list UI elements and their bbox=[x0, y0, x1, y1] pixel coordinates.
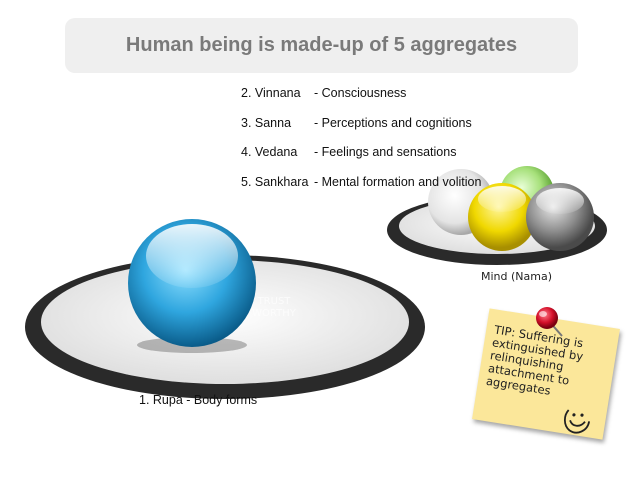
aggregate-item: 5. Sankhara - Mental formation and voliti… bbox=[241, 175, 481, 189]
rupa-label: 1. Rupa - Body forms bbox=[139, 393, 258, 407]
aggregate-description: - Perceptions and cognitions bbox=[314, 116, 472, 130]
aggregate-item: 3. Sanna - Perceptions and cognitions bbox=[241, 116, 472, 130]
aggregate-number: 5. Sankhara bbox=[241, 175, 309, 189]
mind-spheres bbox=[428, 166, 594, 251]
pin-icon bbox=[536, 307, 563, 337]
tip-note: TIP: Suffering is extinguished by relinq… bbox=[472, 308, 620, 440]
page-title: Human being is made-up of 5 aggregates bbox=[125, 34, 518, 56]
watermark: TRUST WORTHY bbox=[252, 296, 296, 319]
aggregate-description: - Mental formation and volition bbox=[314, 175, 482, 189]
body-sphere bbox=[128, 219, 256, 353]
title-box: Human being is made-up of 5 aggregates bbox=[65, 18, 578, 73]
aggregate-item: 2. Vinnana - Consciousness bbox=[241, 86, 406, 100]
aggregate-description: - Consciousness bbox=[314, 86, 407, 100]
aggregate-item: 4. Vedana - Feelings and sensations bbox=[241, 145, 456, 159]
aggregate-number: 3. Sanna bbox=[241, 116, 292, 130]
aggregate-number: 2. Vinnana bbox=[241, 86, 301, 100]
aggregate-number: 4. Vedana bbox=[241, 145, 298, 159]
aggregate-description: - Feelings and sensations bbox=[314, 145, 457, 159]
mind-label: Mind (Nama) bbox=[481, 270, 553, 283]
smiley-icon bbox=[563, 409, 591, 434]
